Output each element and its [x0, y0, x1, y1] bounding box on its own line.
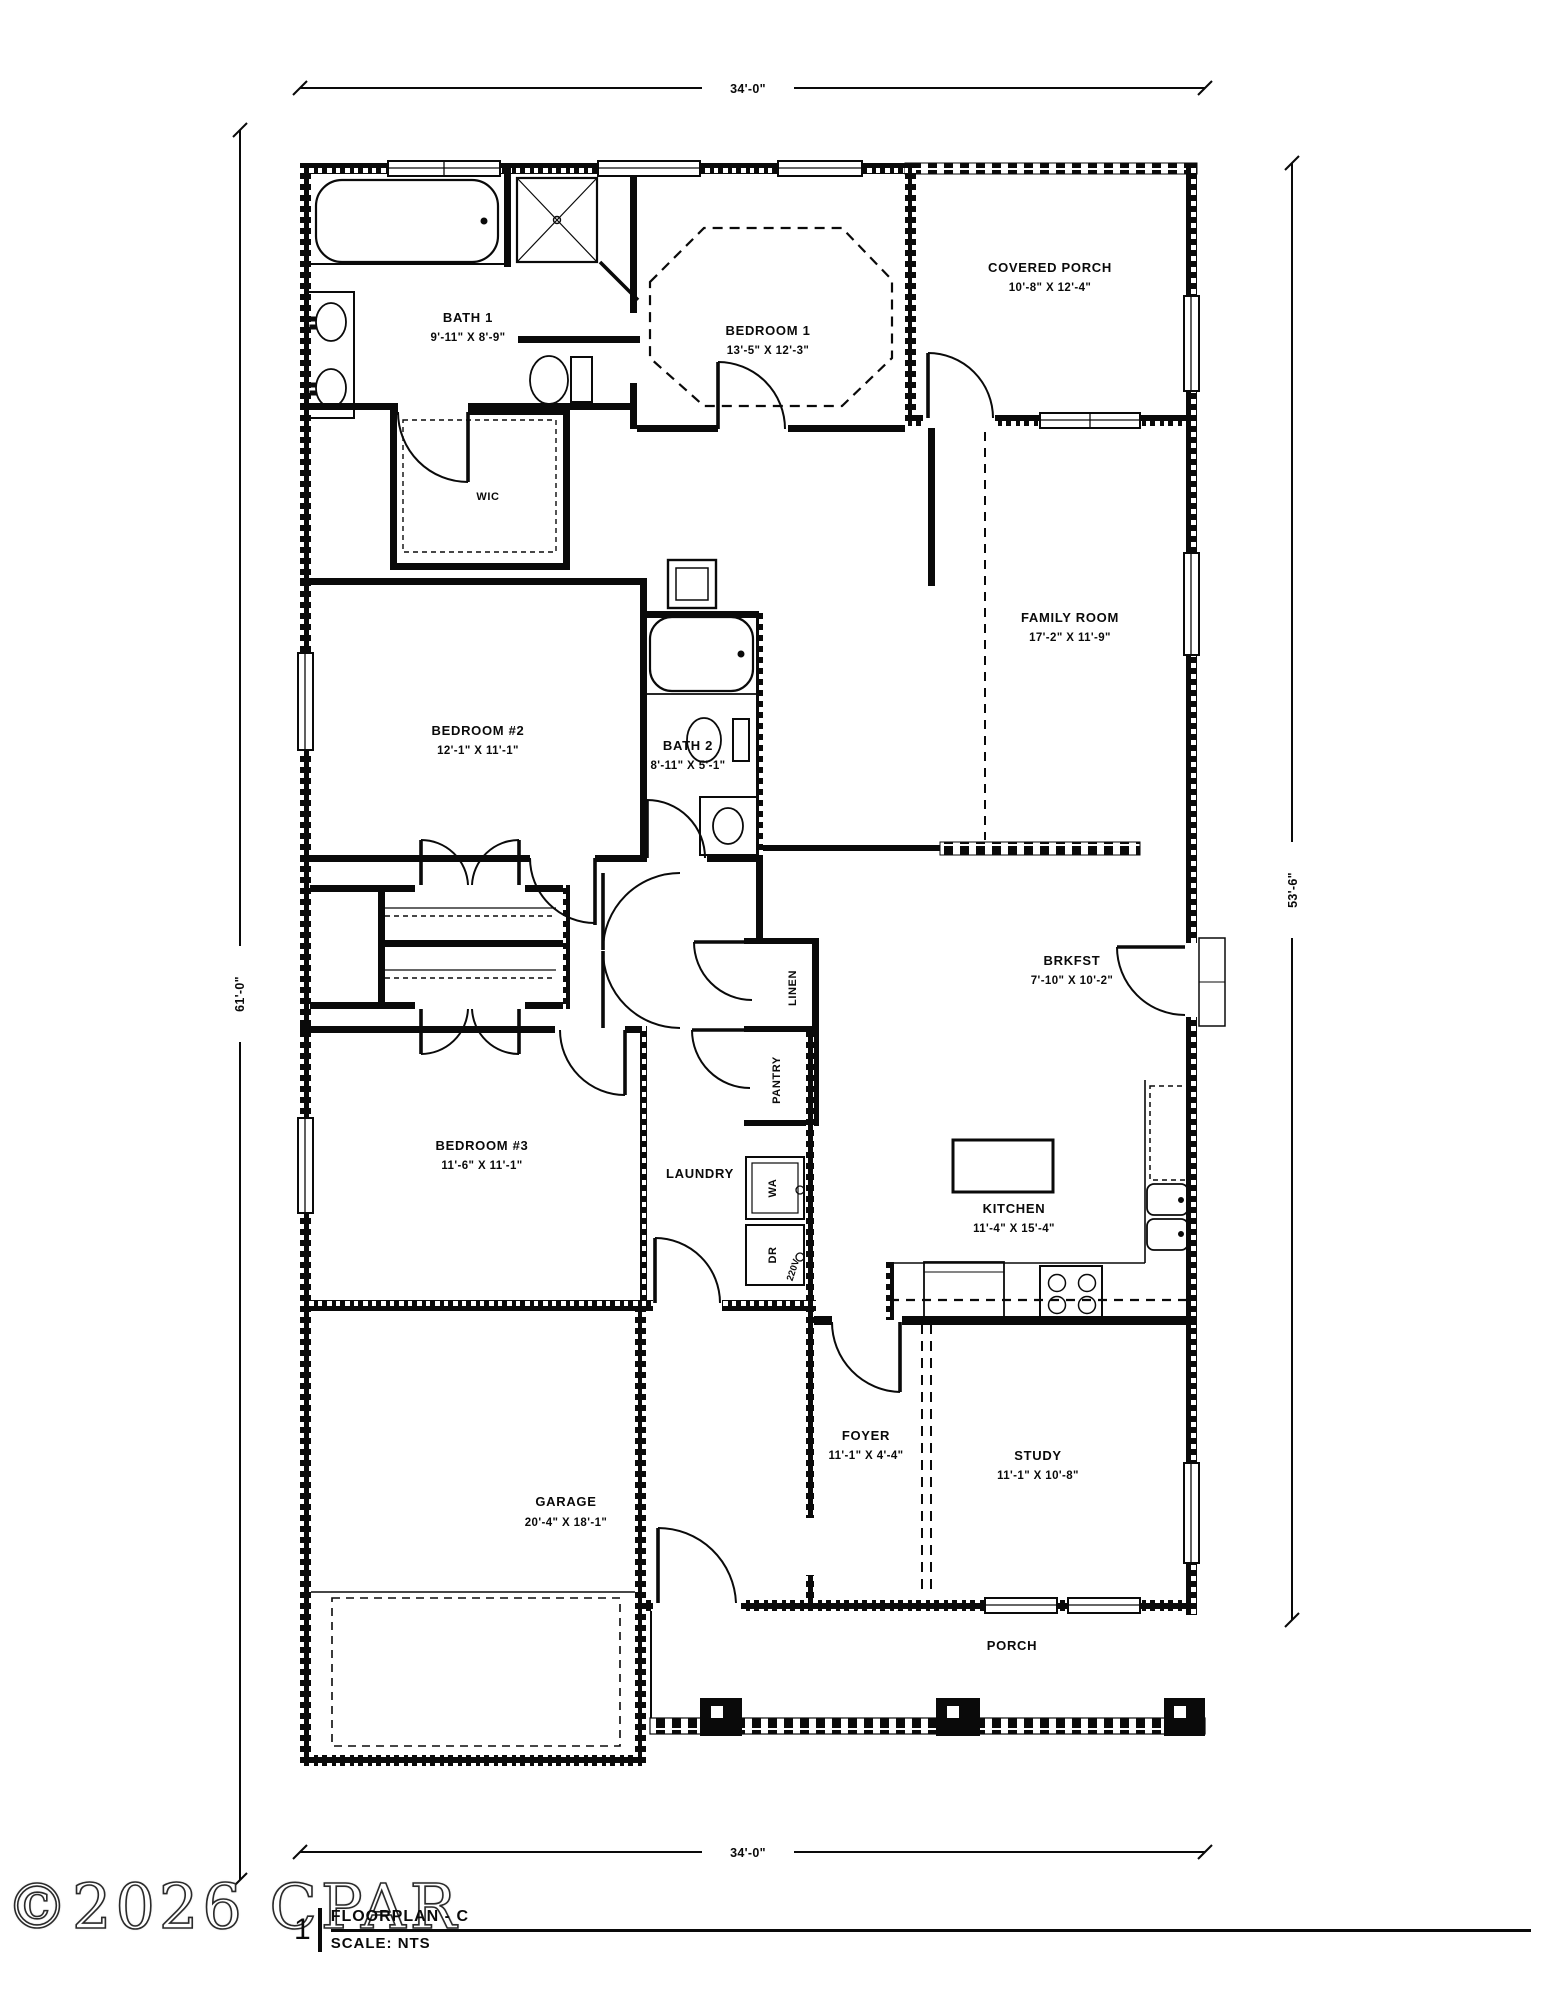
garage-door-track: [331, 1597, 621, 1747]
label-kitchen: KITCHEN: [983, 1201, 1046, 1216]
sheet-number: 1: [294, 1913, 311, 1946]
dimension-label-backs: [229, 78, 1303, 1862]
tray-ceiling-outline: [648, 226, 894, 408]
label-brkfst: BRKFST: [1044, 953, 1101, 968]
label-laundry: LAUNDRY: [666, 1166, 734, 1181]
bathtub-icon: [648, 615, 755, 693]
label-220v: 220V: [785, 1257, 803, 1282]
label-family-room-size: 17'-2" X 11'-9": [1029, 632, 1111, 644]
dim-bottom: 34'-0": [730, 1846, 766, 1860]
dim-left: 61'-0": [233, 976, 247, 1012]
label-kitchen-size: 11'-4" X 15'-4": [973, 1223, 1055, 1235]
label-bedroom3: BEDROOM #3: [436, 1138, 529, 1153]
toilet-tank-icon: [570, 356, 593, 403]
title-block: 1 FLOORPLAN - C SCALE: NTS: [294, 1908, 1531, 1952]
label-foyer: FOYER: [842, 1428, 890, 1443]
label-bath1: BATH 1: [443, 310, 493, 325]
vanity-icon: [307, 291, 355, 419]
kitchen-fixtures: [890, 1080, 1189, 1321]
sink-icon: [315, 368, 347, 408]
label-bedroom3-size: 11'-6" X 11'-1": [441, 1160, 522, 1172]
shower-icon: [515, 176, 599, 264]
sink-icon: [712, 807, 744, 845]
toilet-tank-icon: [732, 718, 750, 762]
label-study: STUDY: [1014, 1448, 1062, 1463]
bathtub-icon: [314, 178, 500, 264]
label-bath2: BATH 2: [663, 738, 713, 753]
label-bedroom1-size: 13'-5" X 12'-3": [727, 345, 809, 357]
window-mullions: [304, 161, 1192, 1606]
label-foyer-size: 11'-1" X 4'-4": [828, 1450, 903, 1462]
kitchen-island: [951, 1138, 1055, 1194]
label-linen: LINEN: [787, 970, 799, 1006]
label-covered-porch-size: 10'-8" X 12'-4": [1009, 282, 1091, 294]
upper-cabinets-dashed: [1149, 1085, 1189, 1181]
label-pantry: PANTRY: [771, 1056, 783, 1104]
sheet-scale: SCALE: NTS: [330, 1935, 431, 1952]
label-garage-size: 20'-4" X 18'-1": [525, 1517, 607, 1529]
wic-shelving: [402, 419, 557, 553]
sink-icon: [315, 302, 347, 342]
label-bedroom2-size: 12'-1" X 11'-1": [437, 745, 519, 757]
label-family-room: FAMILY ROOM: [1021, 610, 1119, 625]
label-bedroom1: BEDROOM 1: [725, 323, 810, 338]
label-covered-porch: COVERED PORCH: [988, 260, 1112, 275]
label-garage: GARAGE: [535, 1494, 596, 1509]
toilet-icon: [529, 355, 569, 405]
label-bath2-size: 8'-11" X 5'-1": [650, 760, 725, 772]
toilet-icon: [686, 717, 722, 763]
dim-top: 34'-0": [730, 82, 766, 96]
door-leaves: [419, 260, 1185, 1603]
stove-icon: [1039, 1265, 1103, 1321]
label-brkfst-size: 7'-10" X 10'-2": [1031, 975, 1113, 987]
porch-details: [649, 937, 1226, 1736]
dashed-lines: [311, 226, 1189, 1747]
windows: [297, 160, 1200, 1614]
built-in-cabinet-icon: [666, 558, 718, 610]
label-bath1-size: 9'-11" X 8'-9": [430, 332, 505, 344]
label-bedroom2: BEDROOM #2: [432, 723, 525, 738]
label-study-size: 11'-1" X 10'-8": [997, 1470, 1079, 1482]
title-block-body: FLOORPLAN - C SCALE: NTS: [317, 1908, 1531, 1952]
dim-right: 53'-6": [1286, 872, 1300, 908]
sheet-title: FLOORPLAN - C: [330, 1908, 1531, 1932]
label-porch: PORCH: [987, 1638, 1037, 1653]
bath2-fixtures: [647, 615, 758, 856]
vanity-icon: [699, 796, 758, 856]
wall-openings: [653, 413, 1199, 1613]
laundry-fixtures: [745, 1156, 805, 1286]
interior-walls: [300, 163, 1196, 1600]
kitchen-sink-icon: [1146, 1218, 1189, 1251]
kitchen-sink-icon: [1146, 1183, 1189, 1216]
label-washer: WA: [767, 1179, 779, 1198]
label-wic: WIC: [476, 491, 499, 503]
doors: [397, 260, 1186, 1604]
bath1-fixtures: [305, 176, 599, 419]
refrigerator-icon: [923, 1261, 1005, 1321]
door-swings: [397, 352, 1186, 1604]
room-labels: BATH 1 9'-11" X 8'-9" BEDROOM 1 13'-5" X…: [430, 260, 1119, 1653]
label-dryer: DR: [767, 1246, 779, 1263]
copyright-watermark: ©2026 CPAR: [5, 1870, 461, 1943]
